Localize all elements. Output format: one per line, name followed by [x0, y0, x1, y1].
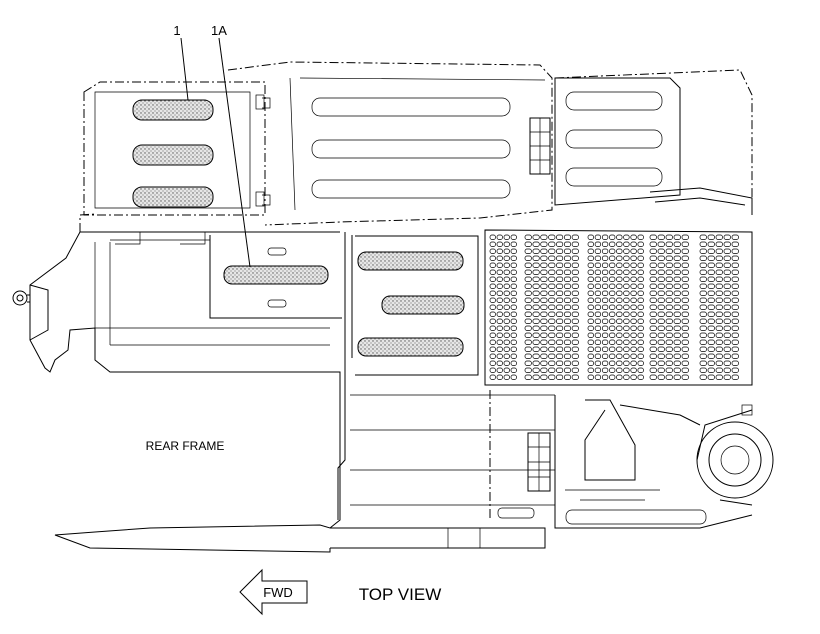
callout-1: 1	[173, 23, 180, 38]
upper-right-module	[554, 69, 753, 215]
callout-1a: 1A	[211, 23, 227, 38]
rear-frame-outline	[12, 213, 346, 553]
lower-right-module	[554, 395, 753, 529]
guard-pad-group-1	[132, 99, 214, 208]
center-panel	[344, 232, 479, 376]
middle-left-panel	[110, 231, 342, 319]
radiator-grille	[484, 229, 753, 386]
fwd-label: FWD	[263, 585, 293, 600]
callout-leaders	[180, 37, 251, 268]
upper-center-hood	[227, 61, 553, 226]
upper-left-guard	[83, 81, 271, 216]
fan-assembly	[696, 404, 774, 506]
view-title: TOP VIEW	[359, 585, 442, 604]
lower-center-frame	[330, 390, 555, 549]
forward-direction-arrow: FWD	[239, 568, 308, 616]
rear-frame-label: REAR FRAME	[146, 439, 225, 453]
